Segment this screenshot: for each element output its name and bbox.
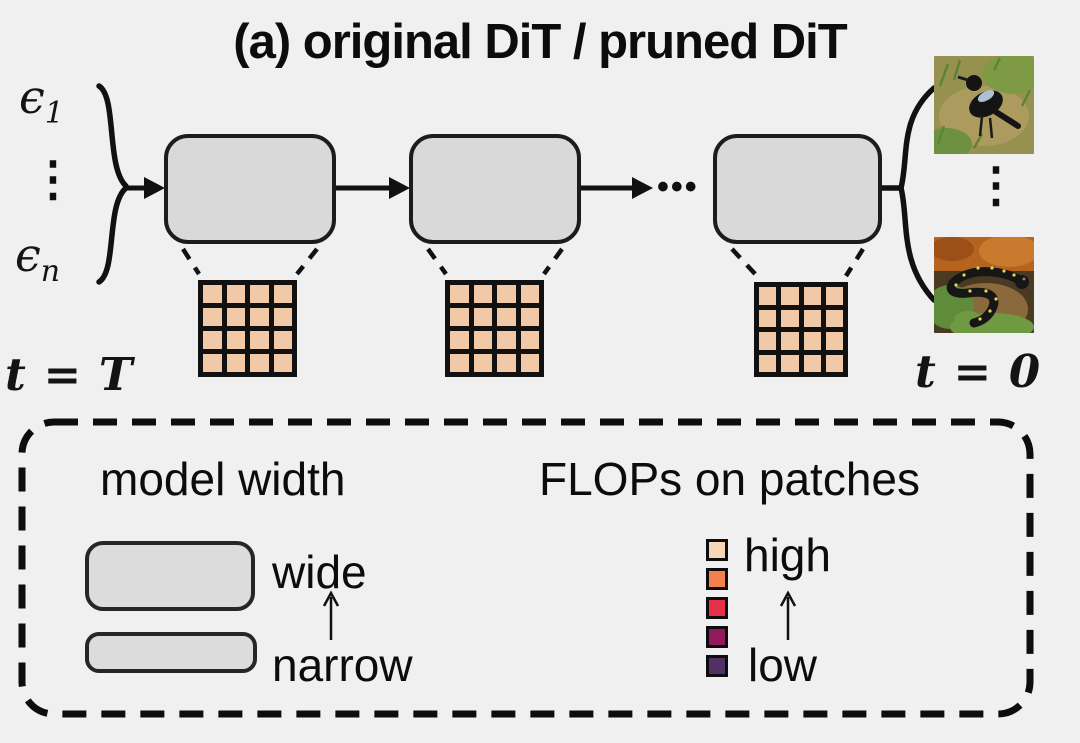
patch-cell [497, 285, 516, 303]
patch-link-block1-left [181, 247, 201, 276]
patch-cell [226, 285, 245, 303]
patch-link-block2-left [426, 247, 448, 276]
patch-cell [520, 331, 539, 349]
patch-grid-2 [445, 280, 544, 377]
flops-swatch-mid [706, 597, 728, 619]
legend-high-label: high [744, 529, 831, 581]
patch-cell [781, 309, 799, 327]
patch-cell [273, 285, 292, 303]
timestep-start-label: t = T [5, 348, 134, 401]
patch-cell [497, 331, 516, 349]
patch-cell [825, 354, 843, 372]
salamander-photo [934, 237, 1034, 333]
patch-cell [250, 308, 269, 326]
flops-swatch-high [706, 568, 728, 590]
patch-cell [759, 332, 777, 350]
output-split-brace-top [898, 85, 937, 191]
patch-cell [759, 354, 777, 372]
patch-cell [759, 287, 777, 305]
patch-cell [273, 331, 292, 349]
legend-low-label: low [748, 639, 818, 691]
arrowhead-block2-ellipsis [632, 177, 653, 199]
patch-cell [825, 287, 843, 305]
figure-title: (a) original DiT / pruned DiT [233, 15, 847, 69]
arrowhead-block1-block2 [389, 177, 410, 199]
output-split-brace-bottom [898, 185, 937, 303]
bird-photo [934, 56, 1034, 154]
patch-cell [273, 354, 292, 372]
patch-cell [520, 354, 539, 372]
patch-cell [781, 332, 799, 350]
patch-cell [473, 331, 492, 349]
patch-link-block2-right [542, 247, 564, 276]
patch-cell [825, 332, 843, 350]
patch-cell [825, 309, 843, 327]
patch-cell [450, 285, 469, 303]
patch-cell [473, 354, 492, 372]
noise-input-epsilon-1: ϵ1 [19, 70, 64, 131]
patch-cell [250, 331, 269, 349]
legend-flops-heading: FLOPs on patches [539, 453, 920, 505]
patch-cell [520, 285, 539, 303]
legend-narrow-label: narrow [272, 639, 413, 691]
patch-cell [250, 285, 269, 303]
patch-cell [803, 309, 821, 327]
patch-cell [473, 308, 492, 326]
patch-cell [781, 354, 799, 372]
arrowhead-into-block1 [144, 177, 165, 199]
patch-cell [226, 308, 245, 326]
noise-input-epsilon-n: ϵn [15, 228, 61, 289]
flops-swatch-highest [706, 539, 728, 561]
patch-cell [273, 308, 292, 326]
pipeline-ellipsis: ••• [657, 168, 699, 206]
patch-link-block3-left [730, 247, 759, 278]
patch-cell [226, 354, 245, 372]
patch-cell [803, 354, 821, 372]
patch-cell [803, 332, 821, 350]
patch-cell [203, 285, 222, 303]
legend-model-width-heading: model width [100, 453, 346, 505]
patch-cell [473, 285, 492, 303]
patch-cell [450, 331, 469, 349]
patch-grid-3 [754, 282, 848, 377]
patch-cell [203, 331, 222, 349]
output-vertical-ellipsis: ⋮ [972, 159, 1020, 212]
patch-link-block1-right [295, 247, 319, 276]
input-merge-brace-top [96, 83, 129, 189]
patch-link-block3-right [844, 247, 865, 278]
input-merge-brace-bottom [96, 185, 129, 285]
flops-swatch-lowest [706, 655, 728, 677]
patch-cell [520, 308, 539, 326]
patch-cell [450, 308, 469, 326]
dit-block-1 [164, 134, 336, 244]
legend-wide-block-shape [85, 541, 255, 611]
patch-cell [203, 354, 222, 372]
timestep-end-label: t = 0 [915, 345, 1042, 398]
patch-cell [803, 287, 821, 305]
legend-narrow-block-shape [85, 632, 257, 673]
patch-cell [450, 354, 469, 372]
patch-cell [250, 354, 269, 372]
legend-flops-arrowhead [779, 590, 797, 607]
patch-cell [497, 354, 516, 372]
patch-cell [226, 331, 245, 349]
dit-block-3 [713, 134, 882, 244]
flops-swatch-low [706, 626, 728, 648]
dit-block-2 [409, 134, 581, 244]
legend-wide-label: wide [272, 546, 367, 598]
input-vertical-ellipsis: ⋮ [29, 153, 77, 206]
patch-cell [781, 287, 799, 305]
patch-grid-1 [198, 280, 297, 377]
patch-cell [759, 309, 777, 327]
patch-cell [497, 308, 516, 326]
patch-cell [203, 308, 222, 326]
